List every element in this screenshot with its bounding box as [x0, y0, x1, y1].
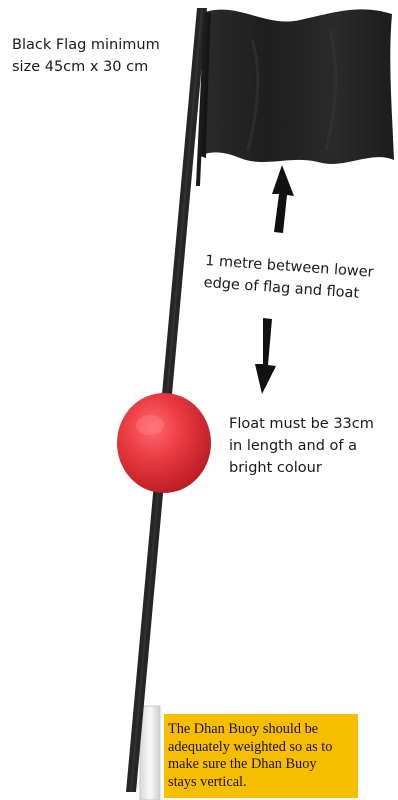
weight-block — [139, 705, 161, 800]
flag-size-label: Black Flag minimum size 45cm x 30 cm — [12, 37, 160, 75]
float-size-label: Float must be 33cm in length and of a br… — [229, 416, 374, 476]
weight-note: The Dhan Buoy should be adequately weigh… — [164, 714, 358, 798]
up-arrow-icon — [272, 165, 294, 233]
black-flag — [196, 9, 394, 186]
down-arrow-icon — [255, 318, 276, 394]
red-float — [117, 393, 211, 493]
